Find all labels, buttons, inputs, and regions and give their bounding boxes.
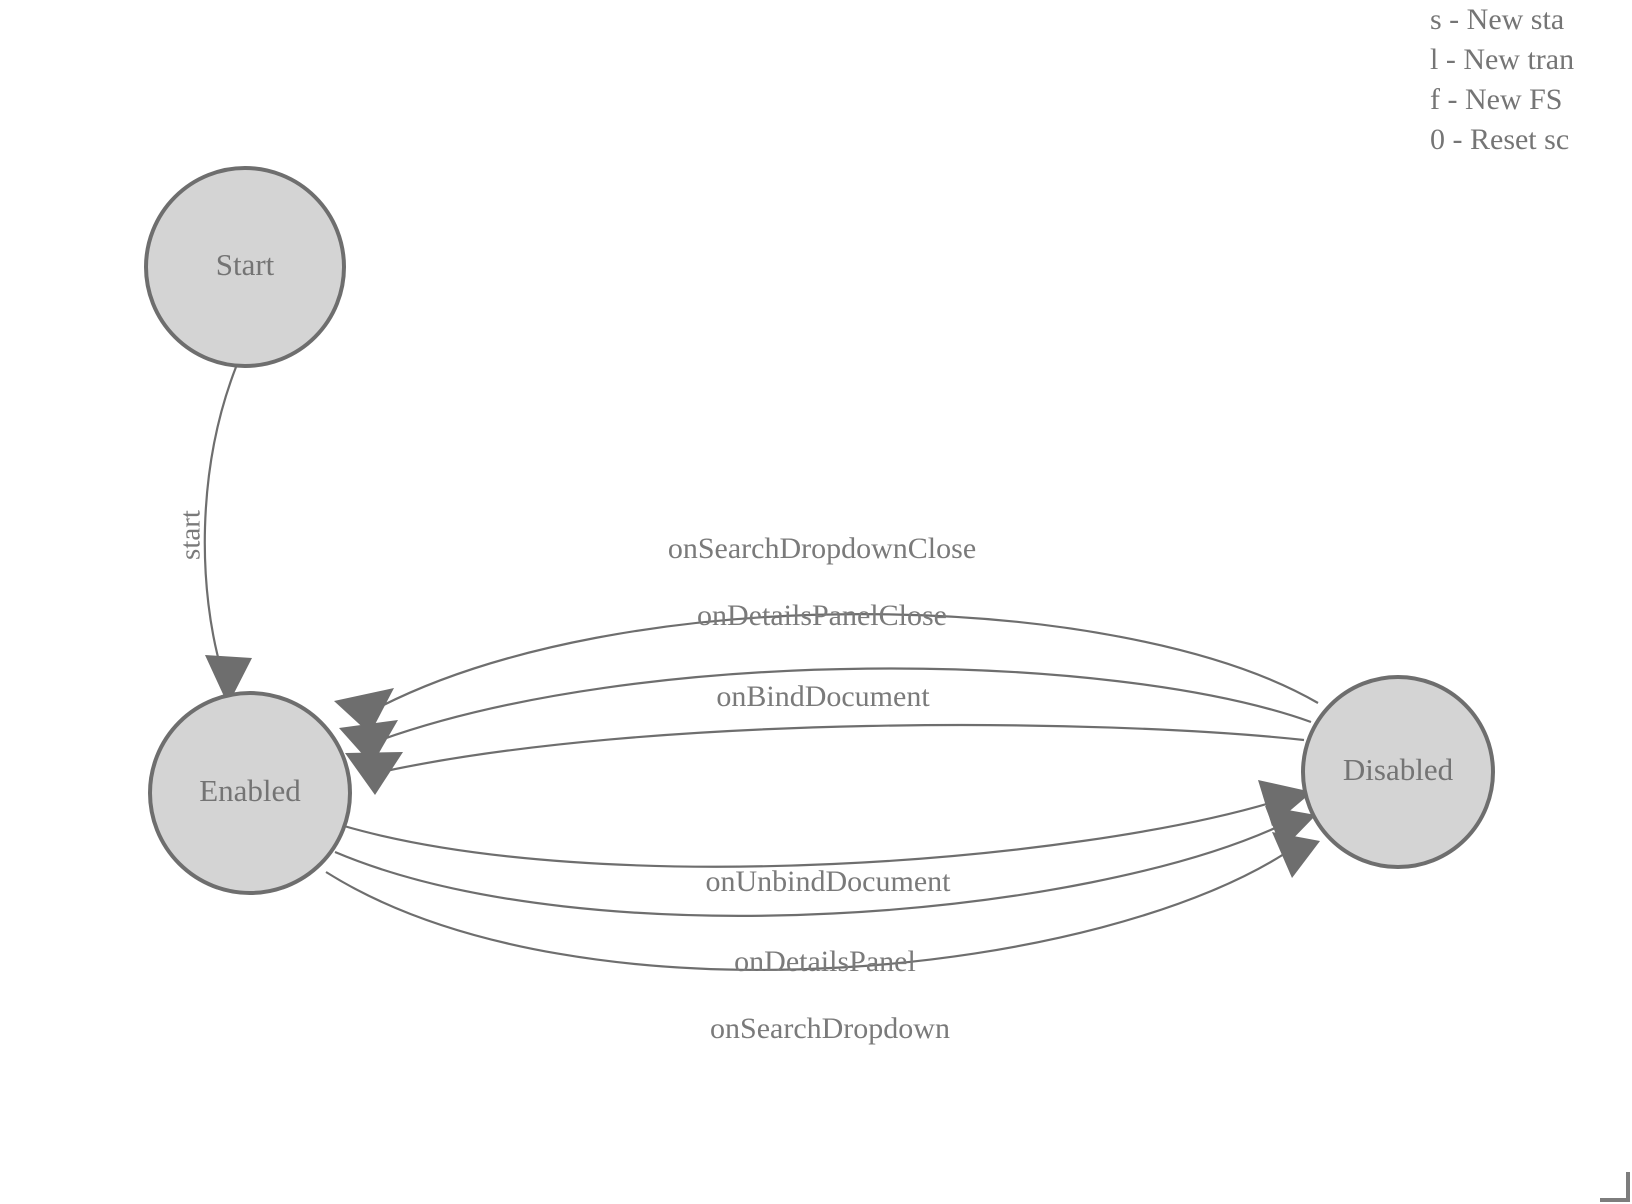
edge-enabled-to-disabled-details-panel[interactable] bbox=[334, 806, 1316, 917]
edge-label-on-search-dropdown-close: onSearchDropdownClose bbox=[668, 532, 976, 565]
edge-disabled-to-enabled-bind-document[interactable] bbox=[345, 723, 1305, 795]
edge-path-on-search-dropdown[interactable] bbox=[325, 845, 1297, 971]
edge-label-on-bind-document: onBindDocument bbox=[716, 680, 930, 713]
arrowhead-on-bind-document bbox=[345, 752, 403, 795]
edge-start-to-enabled[interactable] bbox=[203, 366, 252, 705]
arrowhead-start-to-enabled bbox=[205, 655, 252, 705]
node-enabled-circle[interactable] bbox=[148, 691, 352, 895]
node-start[interactable]: Start bbox=[144, 166, 346, 368]
edge-path-on-details-panel-close[interactable] bbox=[374, 667, 1312, 744]
edge-disabled-to-enabled-details-panel-close[interactable] bbox=[339, 667, 1312, 765]
edge-path-start[interactable] bbox=[203, 366, 238, 673]
edge-enabled-to-disabled-unbind-document[interactable] bbox=[343, 780, 1312, 868]
edge-enabled-to-disabled-search-dropdown[interactable] bbox=[325, 832, 1320, 971]
node-enabled-label: Enabled bbox=[199, 773, 301, 808]
node-start-label: Start bbox=[216, 247, 275, 282]
edge-disabled-to-enabled-search-dropdown-close[interactable] bbox=[334, 613, 1319, 734]
arrowhead-on-details-panel-close bbox=[339, 720, 398, 765]
resize-handle-horizontal-bar bbox=[1600, 1198, 1630, 1202]
edge-label-on-details-panel: onDetailsPanel bbox=[734, 945, 916, 978]
node-disabled[interactable]: Disabled bbox=[1301, 675, 1495, 869]
edge-label-on-unbind-document: onUnbindDocument bbox=[706, 865, 952, 898]
resize-corner-handle[interactable] bbox=[1600, 1172, 1632, 1204]
arrowhead-on-search-dropdown bbox=[1272, 832, 1320, 878]
edge-label-start: start bbox=[175, 510, 207, 560]
node-enabled[interactable]: Enabled bbox=[148, 691, 352, 895]
edge-path-on-details-panel[interactable] bbox=[334, 821, 1289, 917]
edge-path-on-bind-document[interactable] bbox=[380, 723, 1305, 774]
resize-handle-vertical-bar bbox=[1626, 1172, 1630, 1202]
node-disabled-label: Disabled bbox=[1343, 752, 1454, 787]
node-disabled-circle[interactable] bbox=[1301, 675, 1495, 869]
edge-label-on-details-panel-close: onDetailsPanelClose bbox=[697, 599, 947, 632]
node-start-circle[interactable] bbox=[144, 166, 346, 368]
arrowhead-on-search-dropdown-close bbox=[334, 688, 394, 734]
edge-path-on-search-dropdown-close[interactable] bbox=[369, 613, 1319, 713]
edge-label-on-search-dropdown: onSearchDropdown bbox=[710, 1012, 950, 1045]
edge-path-on-unbind-document[interactable] bbox=[343, 798, 1281, 868]
